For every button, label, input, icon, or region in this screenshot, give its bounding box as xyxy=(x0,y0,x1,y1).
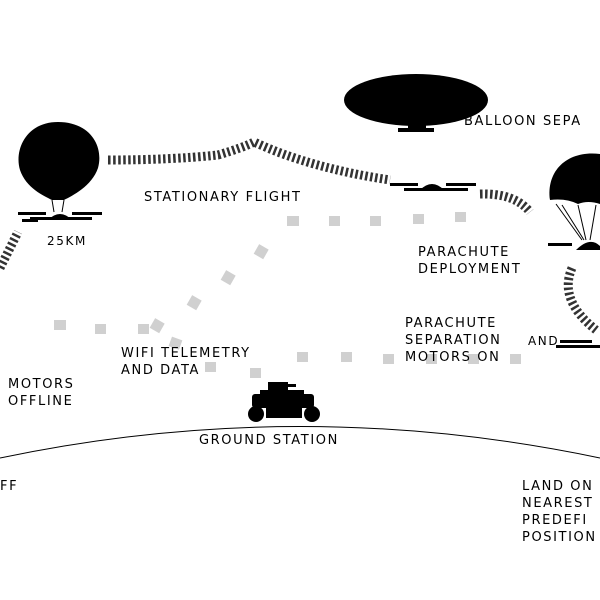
label-parachute-separation: PARACHUTE SEPARATION xyxy=(405,316,502,348)
label-stationary-flight: STATIONARY FLIGHT xyxy=(144,190,302,205)
label-wifi-telemetry: WIFI TELEMETRY AND DATA xyxy=(121,346,251,378)
rover-icon xyxy=(248,382,320,422)
blimp-balloon xyxy=(344,74,488,132)
label-ground-station: GROUND STATION xyxy=(199,433,339,448)
label-altitude: 25KM xyxy=(47,234,87,248)
weather-balloon xyxy=(18,122,100,213)
drone-icon-separated xyxy=(390,183,476,191)
label-balloon-separation: BALLOON SEPA xyxy=(464,114,582,129)
label-motors-offline: MOTORS OFFLINE xyxy=(8,377,75,409)
label-takeoff-fragment: FF xyxy=(0,479,19,494)
label-motors-on: MOTORS ON xyxy=(405,350,501,365)
drone-icon xyxy=(18,212,102,222)
label-and: AND xyxy=(528,334,560,348)
flight-path-dark xyxy=(0,137,599,334)
label-land-on-position: LAND ON NEAREST PREDEFI POSITION xyxy=(522,479,597,545)
label-parachute-deployment: PARACHUTE DEPLOYMENT xyxy=(418,245,522,277)
drone-icon-motors-on xyxy=(556,340,600,348)
wifi-path xyxy=(54,212,521,378)
ground-curve xyxy=(0,426,600,459)
parachute-icon xyxy=(548,153,600,250)
